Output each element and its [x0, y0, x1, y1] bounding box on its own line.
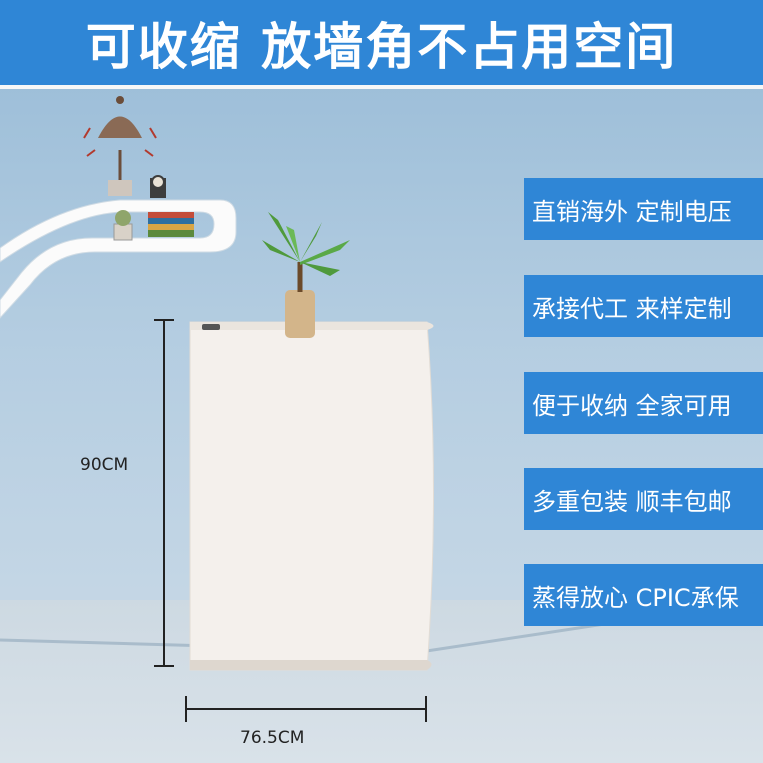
feature-tag: 多重包装 顺丰包邮 — [524, 468, 763, 530]
decor-lamp — [83, 96, 157, 196]
banner-title: 可收缩 放墙角不占用空间 — [85, 17, 678, 76]
height-label: 90CM — [80, 455, 129, 475]
cabinet-button — [202, 324, 220, 330]
cabinet — [189, 321, 434, 671]
feature-tag: 直销海外 定制电压 — [524, 178, 763, 240]
feature-tag: 承接代工 来样定制 — [524, 275, 763, 337]
title-banner: 可收缩 放墙角不占用空间 — [0, 0, 763, 89]
decor-books — [148, 212, 194, 237]
decor-small-pot — [113, 210, 133, 241]
feature-tag: 蒸得放心 CPIC承保 — [524, 564, 763, 626]
width-label: 76.5CM — [240, 728, 305, 748]
wall-shelf — [0, 199, 237, 319]
width-dimension-line — [185, 696, 427, 722]
height-dimension-line — [154, 319, 174, 667]
decor-clock — [150, 175, 166, 198]
decor-palm-plant — [262, 212, 350, 338]
feature-tag: 便于收纳 全家可用 — [524, 372, 763, 434]
